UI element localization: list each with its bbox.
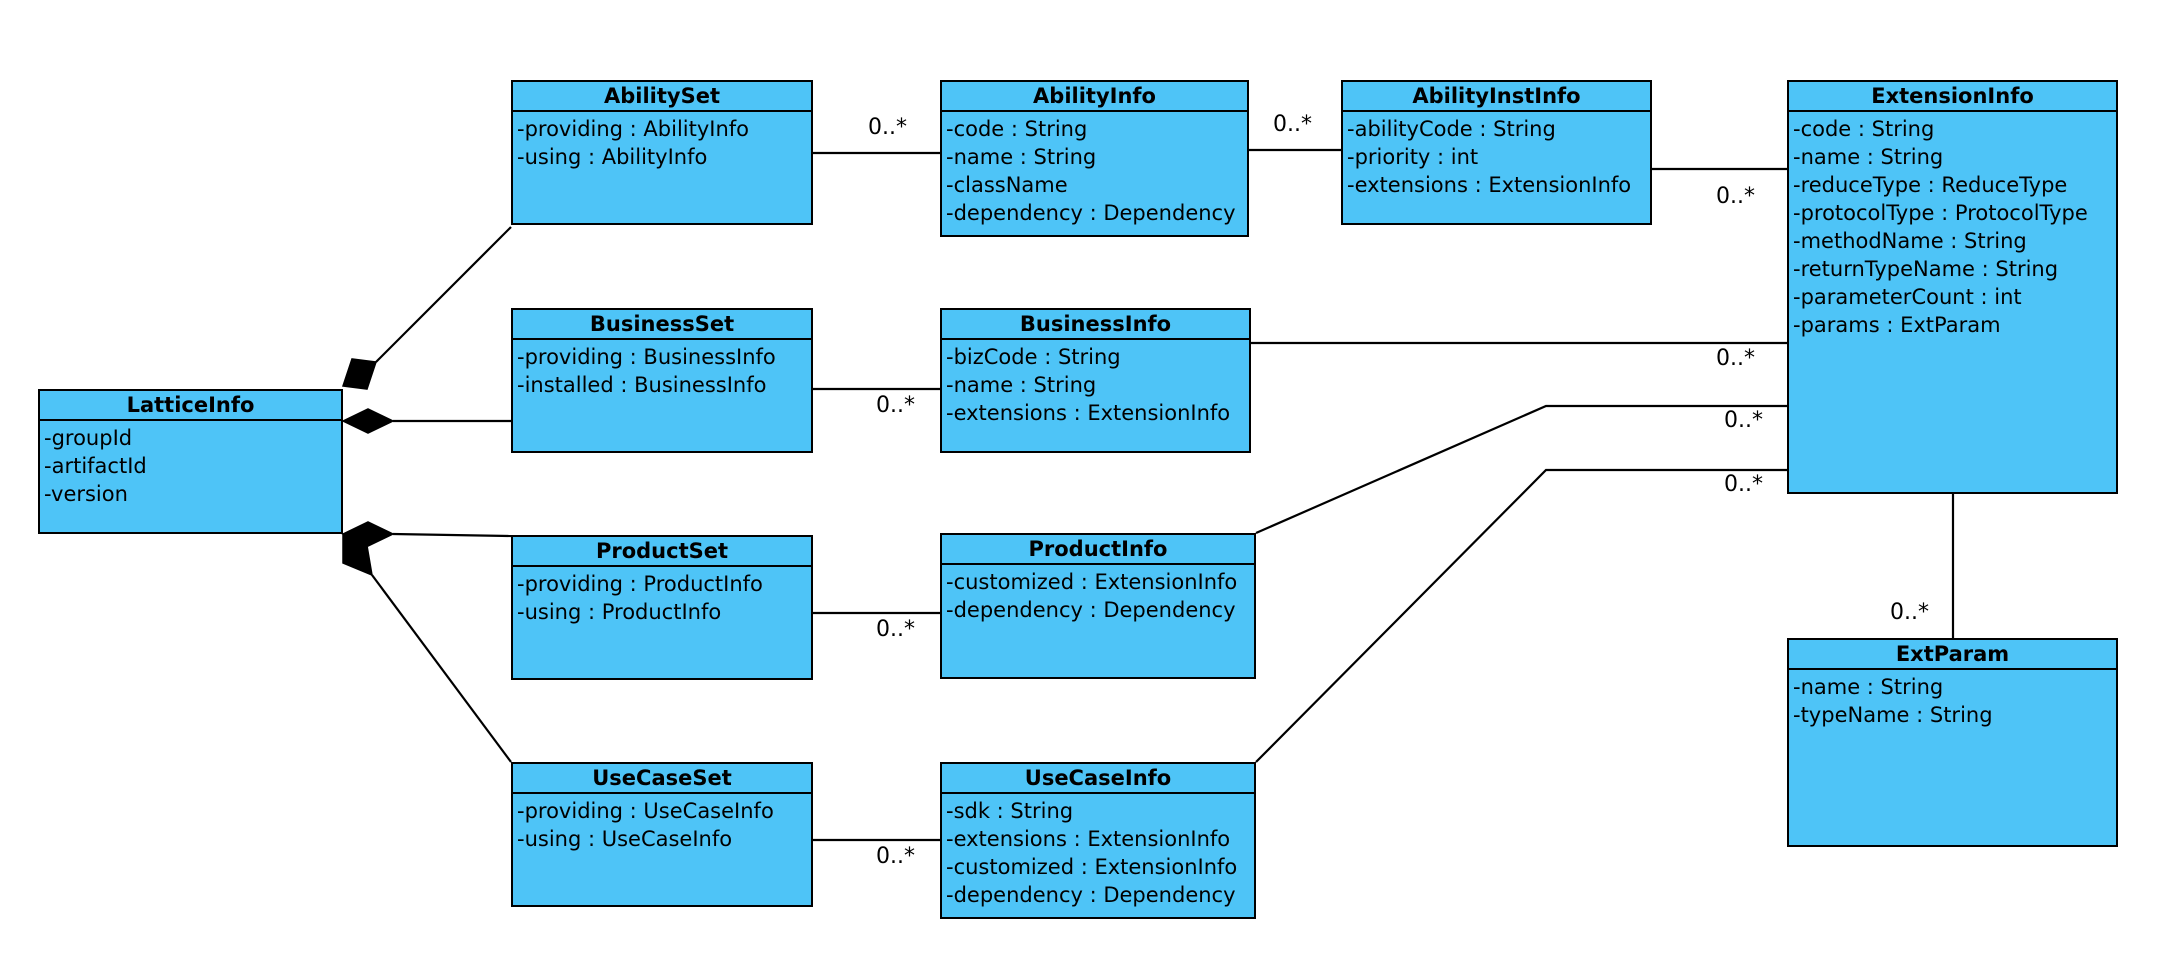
attribute: -params : ExtParam xyxy=(1793,313,2001,337)
attribute: -groupId xyxy=(44,426,133,450)
multiplicity-label: 0..* xyxy=(1724,472,1763,497)
attribute: -using : AbilityInfo xyxy=(517,145,708,169)
composition-line-productset xyxy=(392,532,512,538)
class-lattice-info: LatticeInfo -groupId -artifactId -versio… xyxy=(38,389,343,534)
class-title: AbilityInstInfo xyxy=(1343,82,1650,112)
class-ability-inst-info: AbilityInstInfo -abilityCode : String -p… xyxy=(1341,80,1652,225)
attribute: -methodName : String xyxy=(1793,229,2027,253)
attribute: -name : String xyxy=(1793,675,1944,699)
class-title: UseCaseInfo xyxy=(942,764,1254,794)
class-title: BusinessInfo xyxy=(942,310,1249,340)
attribute: -dependency : Dependency xyxy=(946,883,1236,907)
class-title: ProductSet xyxy=(513,537,811,567)
attribute: -parameterCount : int xyxy=(1793,285,2022,309)
class-title: BusinessSet xyxy=(513,310,811,340)
multiplicity-label: 0..* xyxy=(868,115,907,140)
attribute: -installed : BusinessInfo xyxy=(517,373,767,397)
class-title: ExtensionInfo xyxy=(1789,82,2116,112)
class-title: ExtParam xyxy=(1789,640,2116,670)
composition-line-usecaseset xyxy=(371,574,512,763)
assoc-line-usecaseinfo-extensioninfo xyxy=(1255,468,1787,763)
attribute: -providing : AbilityInfo xyxy=(517,117,750,141)
attribute: -version xyxy=(44,482,128,506)
attribute: -priority : int xyxy=(1347,145,1479,169)
attribute: -extensions : ExtensionInfo xyxy=(946,827,1231,851)
class-product-set: ProductSet -providing : ProductInfo -usi… xyxy=(511,535,813,680)
attribute-list: -providing : BusinessInfo -installed : B… xyxy=(513,340,811,399)
multiplicity-label: 0..* xyxy=(1724,408,1763,433)
composition-diamond-businessset xyxy=(341,408,395,434)
class-product-info: ProductInfo -customized : ExtensionInfo … xyxy=(940,533,1256,679)
attribute: -className xyxy=(946,173,1068,197)
attribute-list: -bizCode : String -name : String -extens… xyxy=(942,340,1249,427)
composition-line-abilityset xyxy=(375,226,512,363)
composition-diamond-abilityset xyxy=(341,358,378,390)
attribute: -customized : ExtensionInfo xyxy=(946,855,1238,879)
class-use-case-set: UseCaseSet -providing : UseCaseInfo -usi… xyxy=(511,762,813,907)
class-business-set: BusinessSet -providing : BusinessInfo -i… xyxy=(511,308,813,453)
attribute: -name : String xyxy=(946,373,1097,397)
class-extension-info: ExtensionInfo -code : String -name : Str… xyxy=(1787,80,2118,494)
multiplicity-label: 0..* xyxy=(1716,184,1755,209)
attribute: -name : String xyxy=(1793,145,1944,169)
multiplicity-label: 0..* xyxy=(876,844,915,869)
attribute: -using : UseCaseInfo xyxy=(517,827,733,851)
class-use-case-info: UseCaseInfo -sdk : String -extensions : … xyxy=(940,762,1256,919)
attribute-list: -abilityCode : String -priority : int -e… xyxy=(1343,112,1650,199)
class-ability-set: AbilitySet -providing : AbilityInfo -usi… xyxy=(511,80,813,225)
attribute-list: -code : String -name : String -className… xyxy=(942,112,1247,227)
attribute: -returnTypeName : String xyxy=(1793,257,2059,281)
attribute: -name : String xyxy=(946,145,1097,169)
attribute: -code : String xyxy=(946,117,1088,141)
attribute: -customized : ExtensionInfo xyxy=(946,570,1238,594)
attribute-list: -sdk : String -extensions : ExtensionInf… xyxy=(942,794,1254,909)
class-title: UseCaseSet xyxy=(513,764,811,794)
attribute: -abilityCode : String xyxy=(1347,117,1556,141)
attribute: -typeName : String xyxy=(1793,703,1993,727)
attribute: -extensions : ExtensionInfo xyxy=(1347,173,1632,197)
attribute: -protocolType : ProtocolType xyxy=(1793,201,2088,225)
attribute: -sdk : String xyxy=(946,799,1074,823)
class-ext-param: ExtParam -name : String -typeName : Stri… xyxy=(1787,638,2118,847)
multiplicity-label: 0..* xyxy=(876,393,915,418)
attribute-list: -code : String -name : String -reduceTyp… xyxy=(1789,112,2116,339)
class-title: ProductInfo xyxy=(942,535,1254,565)
attribute-list: -providing : AbilityInfo -using : Abilit… xyxy=(513,112,811,171)
attribute: -providing : BusinessInfo xyxy=(517,345,776,369)
class-business-info: BusinessInfo -bizCode : String -name : S… xyxy=(940,308,1251,453)
attribute-list: -customized : ExtensionInfo -dependency … xyxy=(942,565,1254,624)
class-title: LatticeInfo xyxy=(40,391,341,421)
attribute: -code : String xyxy=(1793,117,1935,141)
attribute: -extensions : ExtensionInfo xyxy=(946,401,1231,425)
class-title: AbilitySet xyxy=(513,82,811,112)
multiplicity-label: 0..* xyxy=(1716,346,1755,371)
attribute: -bizCode : String xyxy=(946,345,1121,369)
attribute: -providing : UseCaseInfo xyxy=(517,799,774,823)
attribute: -artifactId xyxy=(44,454,147,478)
attribute-list: -name : String -typeName : String xyxy=(1789,670,2116,729)
assoc-line-productinfo-extensioninfo xyxy=(1255,404,1787,535)
attribute: -providing : ProductInfo xyxy=(517,572,763,596)
attribute-list: -providing : ProductInfo -using : Produc… xyxy=(513,567,811,626)
class-title: AbilityInfo xyxy=(942,82,1247,112)
attribute: -dependency : Dependency xyxy=(946,201,1236,225)
attribute-list: -groupId -artifactId -version xyxy=(40,421,341,508)
attribute: -using : ProductInfo xyxy=(517,600,722,624)
multiplicity-label: 0..* xyxy=(1273,112,1312,137)
class-ability-info: AbilityInfo -code : String -name : Strin… xyxy=(940,80,1249,237)
multiplicity-label: 0..* xyxy=(1890,600,1929,625)
attribute-list: -providing : UseCaseInfo -using : UseCas… xyxy=(513,794,811,853)
attribute: -dependency : Dependency xyxy=(946,598,1236,622)
composition-diamond-usecaseset xyxy=(342,533,373,577)
multiplicity-label: 0..* xyxy=(876,617,915,642)
attribute: -reduceType : ReduceType xyxy=(1793,173,2068,197)
